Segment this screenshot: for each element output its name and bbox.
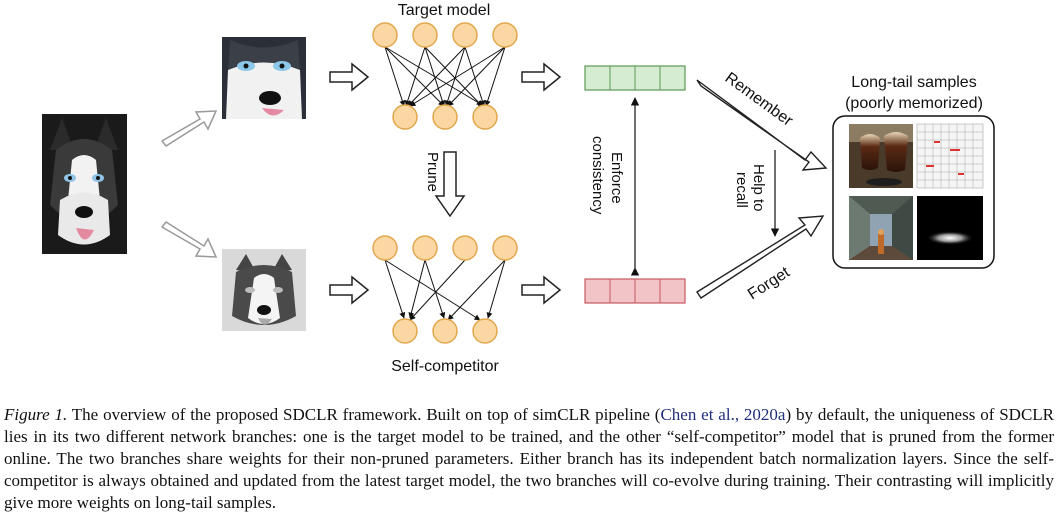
help-label-line2: recall: [733, 172, 750, 208]
target-input-neuron: [372, 22, 398, 48]
prune-arrow: [434, 151, 466, 218]
longtail-title-line2: (poorly memorized): [845, 95, 983, 112]
forget-arrow: [696, 215, 825, 299]
enforce-label-line1: Enforce: [608, 152, 625, 204]
forget-label: Forget: [745, 264, 794, 304]
target-output-neuron: [392, 104, 418, 130]
target-model-network: [372, 22, 518, 130]
help-label-line1: Help to: [750, 164, 767, 212]
input-arrow-top: [329, 62, 370, 92]
competitor-feature-vector: [584, 278, 686, 304]
caption-text-after-citation: ) by default, the uniqueness of SDCLR li…: [4, 405, 1055, 512]
longtail-sample-dark-glow: [917, 196, 983, 260]
husky-augmented-view-bottom: [222, 249, 306, 331]
figure-caption: Figure 1. The overview of the proposed S…: [4, 404, 1054, 514]
target-output-neuron: [432, 104, 458, 130]
husky-original-image: [42, 114, 127, 254]
remember-label: Remember: [722, 69, 797, 130]
augmentation-arrow-bottom: [160, 221, 218, 258]
target-input-neuron: [492, 22, 518, 48]
augmentation-arrow-top: [160, 110, 218, 147]
competitor-input-neuron: [372, 235, 398, 261]
self-competitor-label: Self-competitor: [391, 358, 499, 375]
competitor-output-neuron: [472, 318, 498, 344]
longtail-title-line1: Long-tail samples: [851, 74, 976, 91]
longtail-sample-corridor: [849, 196, 913, 260]
competitor-input-neuron: [492, 235, 518, 261]
prune-label: Prune: [424, 152, 441, 192]
sdclr-overview-figure: Target model Prune: [42, 2, 995, 375]
caption-citation-link[interactable]: Chen et al., 2020a: [660, 405, 786, 424]
target-input-neuron: [412, 22, 438, 48]
competitor-output-neuron: [392, 318, 418, 344]
self-competitor-network: [372, 235, 518, 344]
input-arrow-bottom: [329, 275, 370, 305]
target-feature-vector: [584, 65, 686, 91]
target-input-neuron: [452, 22, 478, 48]
longtail-sample-grid: [916, 123, 984, 189]
target-model-label: Target model: [398, 2, 491, 19]
competitor-output-neuron: [432, 318, 458, 344]
feature-arrow-top: [521, 62, 562, 92]
remember-arrow: [696, 79, 828, 171]
caption-lead: Figure 1.: [4, 405, 68, 424]
target-output-neuron: [472, 104, 498, 130]
enforce-label-line2: consistency: [589, 136, 606, 215]
longtail-sample-beer: [849, 124, 913, 188]
competitor-input-neuron: [412, 235, 438, 261]
caption-text-before-citation: The overview of the proposed SDCLR frame…: [67, 405, 661, 424]
husky-augmented-view-top: [222, 37, 306, 119]
competitor-input-neuron: [452, 235, 478, 261]
feature-arrow-bottom: [521, 275, 562, 305]
